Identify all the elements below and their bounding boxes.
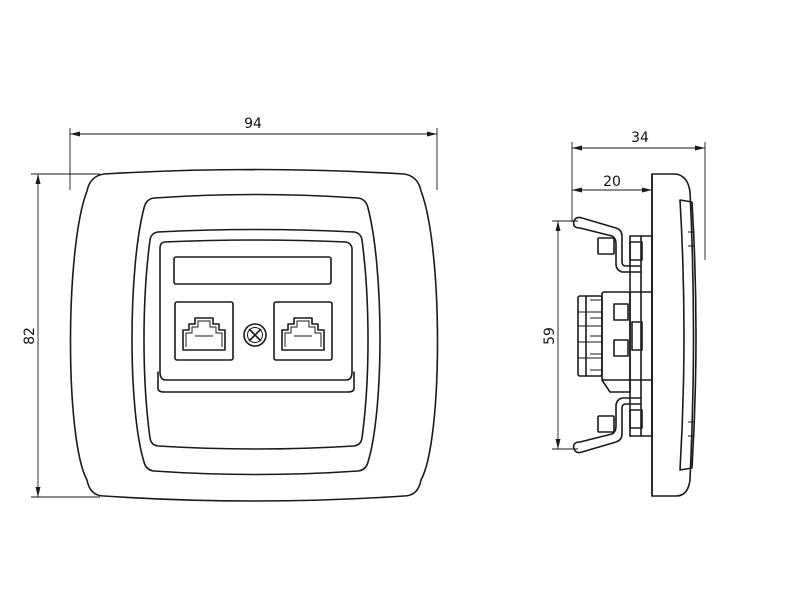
inner-frame (131, 193, 381, 476)
outer-plate-border (69, 168, 439, 502)
screw-icon (243, 323, 267, 347)
front-height-dimension: 82 (22, 173, 100, 498)
rj45-port-left (174, 301, 234, 361)
side-cover-plate (651, 173, 695, 497)
socket-body (159, 239, 353, 381)
insert-frame (143, 228, 369, 450)
rj45-port-right (273, 301, 333, 361)
side-view (572, 173, 697, 497)
side-height-dimension: 59 (542, 220, 578, 450)
side-depth-dimension: 34 (571, 130, 706, 260)
side-mount-depth-label: 20 (603, 174, 621, 190)
bottom-mount-claw (572, 397, 641, 454)
top-mount-claw (572, 216, 641, 273)
socket-body-outline (157, 371, 355, 393)
front-width-dimension: 94 (69, 116, 438, 190)
side-height-label: 59 (542, 327, 558, 345)
label-window (173, 256, 332, 285)
front-width-label: 94 (244, 116, 262, 132)
side-terminal-block (577, 291, 653, 393)
side-depth-label: 34 (631, 130, 649, 146)
front-height-label: 82 (22, 327, 38, 345)
side-mount-depth-dimension: 20 (572, 174, 653, 196)
front-view (69, 168, 439, 502)
